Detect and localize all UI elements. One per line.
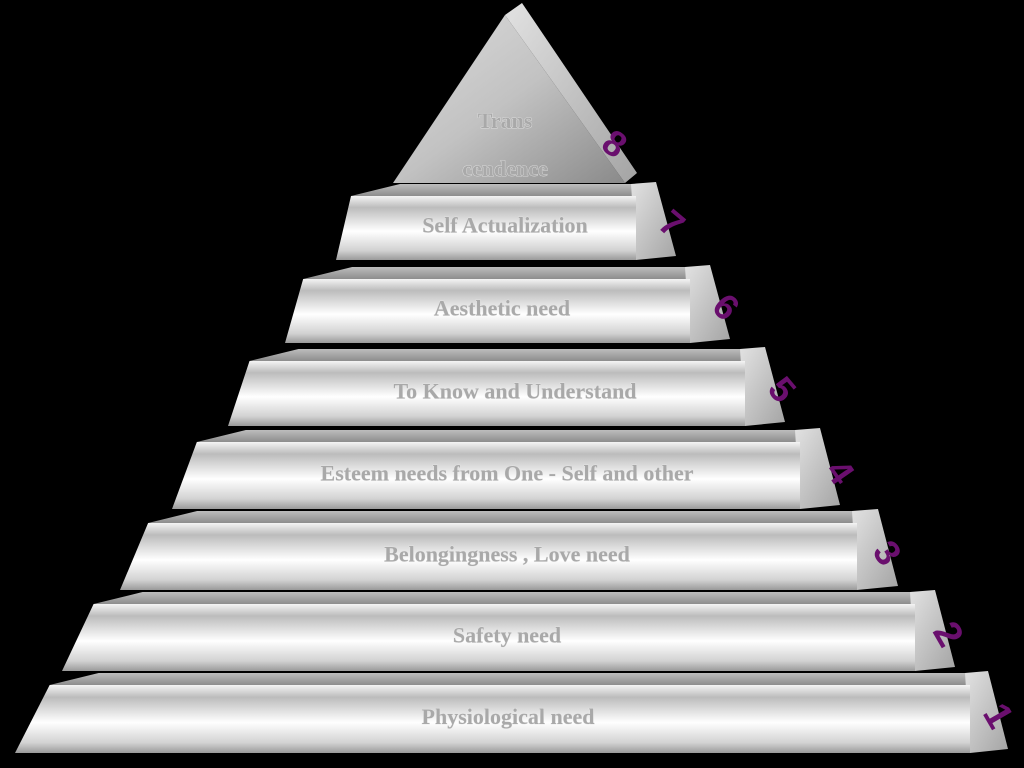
tier-front-face xyxy=(336,196,636,260)
level-8-label-line-2: cendence xyxy=(462,156,548,181)
tier-side-face xyxy=(740,347,785,426)
level-2-label: Safety need xyxy=(453,623,561,648)
tier-top-surface xyxy=(93,592,916,604)
level-3-label: Belongingness , Love need xyxy=(384,542,630,567)
tier-side-face xyxy=(795,428,840,509)
level-8-label-line-1: Trans xyxy=(478,108,533,133)
tier-side-face xyxy=(965,671,1008,753)
tier-side-face xyxy=(685,265,730,343)
apex-side-face xyxy=(505,3,637,183)
level-4-label: Esteem needs from One - Self and other xyxy=(321,461,694,486)
level-7-label: Self Actualization xyxy=(422,213,588,238)
tier-top-surface xyxy=(351,184,636,196)
level-5-label: To Know and Understand xyxy=(393,378,636,403)
level-6-label: Aesthetic need xyxy=(434,296,570,321)
tier-front-face xyxy=(62,604,915,671)
tier-front-face xyxy=(120,523,857,590)
tier-top-surface xyxy=(303,267,690,279)
tier-side-face xyxy=(631,182,676,260)
tier-top-surface xyxy=(148,511,858,523)
tier-front-face xyxy=(172,442,800,509)
tier-top-surface xyxy=(196,430,801,442)
tier-side-face xyxy=(910,590,955,671)
tier-front-face xyxy=(228,361,745,426)
level-1-label: Physiological need xyxy=(422,704,595,729)
tier-top-surface xyxy=(49,673,970,685)
apex-front-face xyxy=(393,15,625,183)
tier-front-face xyxy=(15,685,970,753)
tier-front-face xyxy=(285,279,690,343)
tier-side-face xyxy=(852,509,898,590)
tier-top-surface xyxy=(249,349,745,361)
